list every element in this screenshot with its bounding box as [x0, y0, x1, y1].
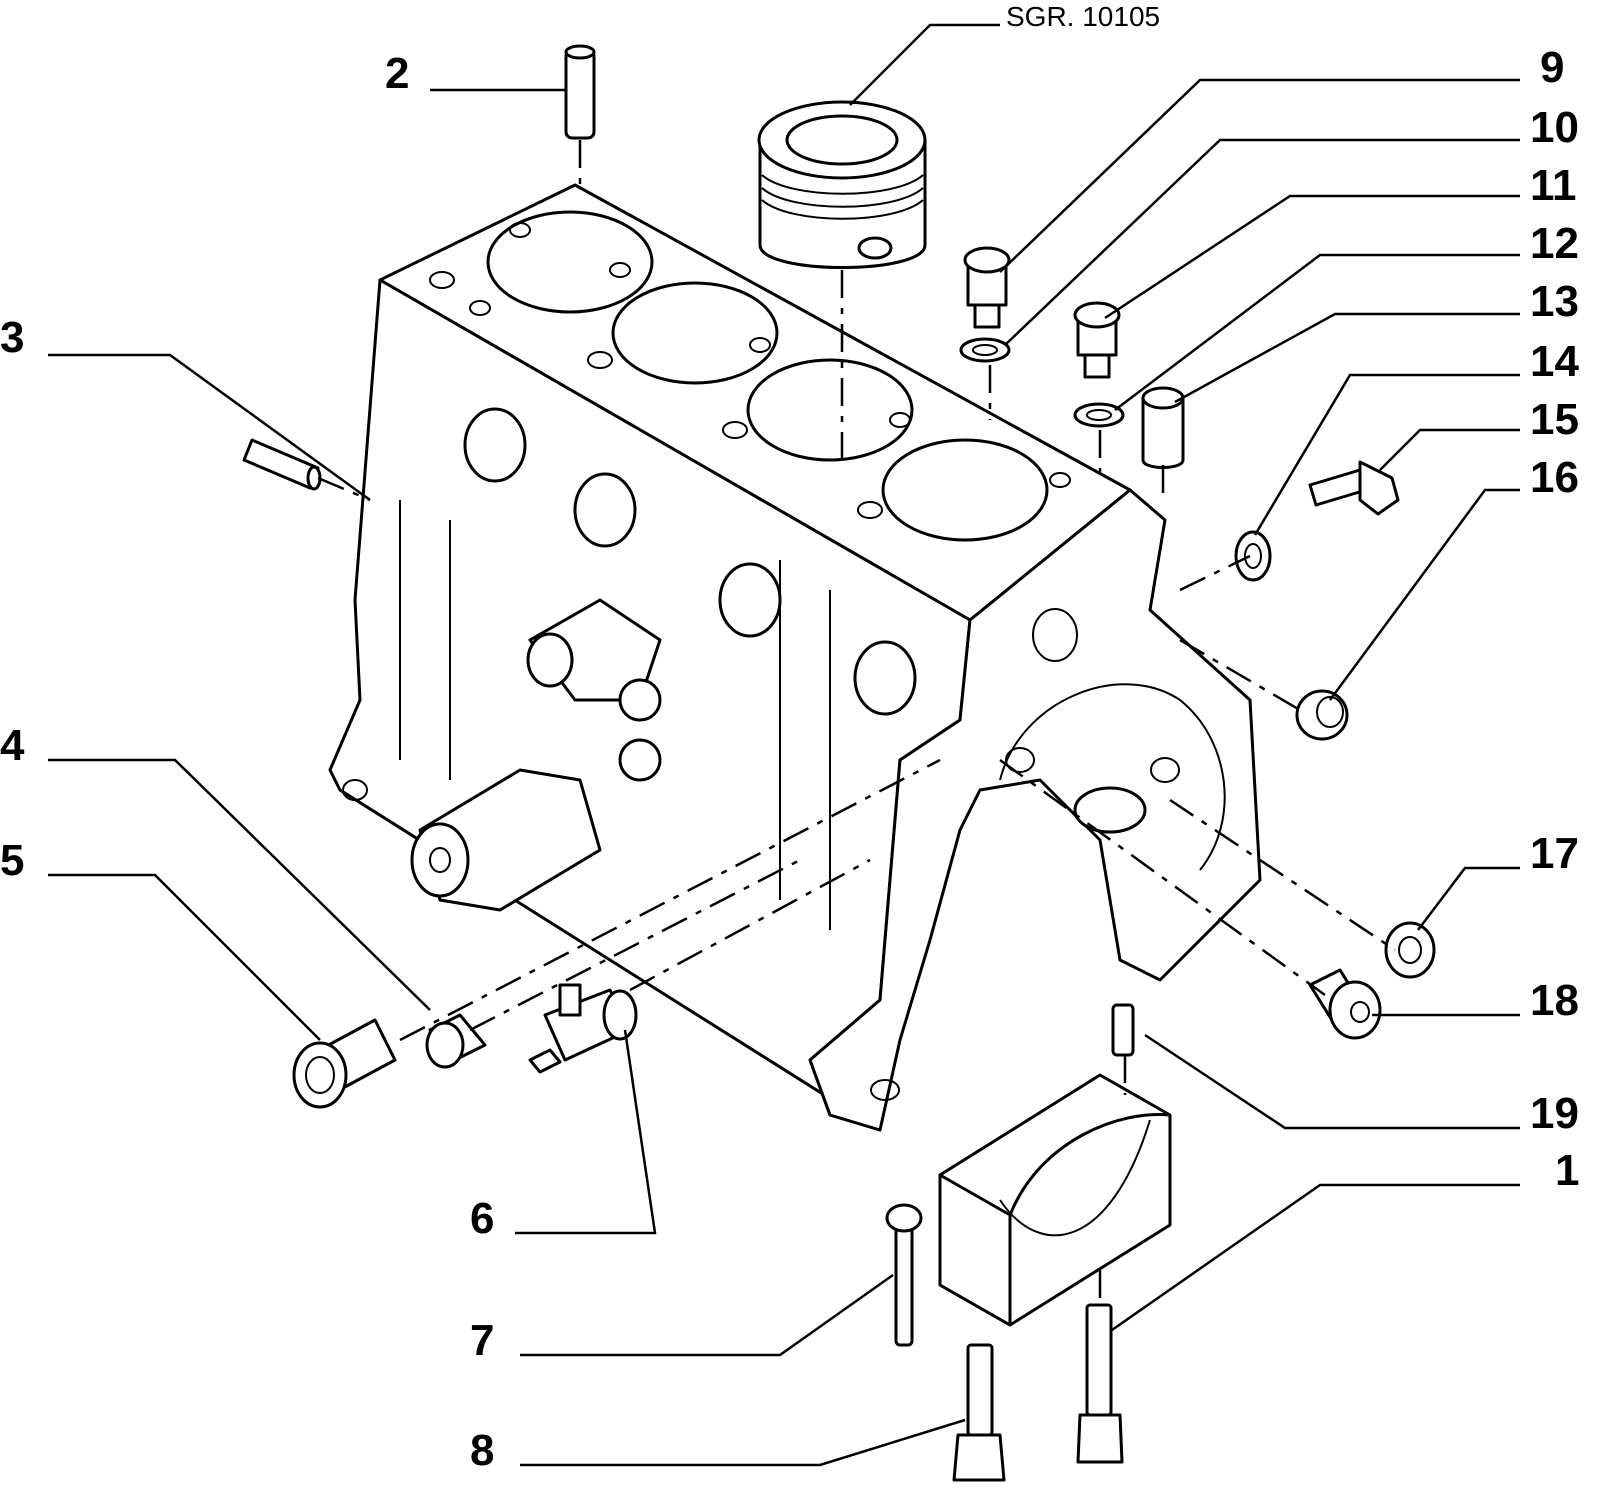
callout-2: 2 [385, 49, 409, 98]
seal-hole-17 [1398, 936, 1422, 964]
callout-6: 6 [470, 1194, 494, 1243]
callout-1: 1 [1555, 1146, 1579, 1195]
seal-ring-part [1234, 530, 1272, 582]
callout-18: 18 [1530, 976, 1579, 1025]
dowel-pin-part [564, 44, 596, 140]
callout-17: 17 [1530, 829, 1579, 878]
bushing-part [1141, 386, 1185, 469]
callout-9: 9 [1540, 43, 1564, 92]
engine-block [328, 183, 1262, 1132]
washer-part-10 [959, 337, 1011, 363]
plug-bolt-part [963, 246, 1011, 329]
alignment-lines [317, 140, 1396, 1305]
bolt-part-8 [952, 1343, 1006, 1482]
callout-14: 14 [1530, 337, 1579, 386]
plug-face-16 [1316, 696, 1344, 728]
leader-lines [48, 23, 1520, 1467]
plug-part-4 [425, 1013, 487, 1069]
callout-7: 7 [470, 1316, 494, 1365]
sensor-part [528, 983, 638, 1074]
callout-19: 19 [1530, 1089, 1579, 1138]
washer-hole-12 [1086, 409, 1112, 421]
plug-bolt-part-11 [1073, 301, 1121, 379]
plug-part-16 [1295, 689, 1349, 741]
bolt-part-1 [1076, 1303, 1124, 1464]
callout-3: 3 [0, 313, 24, 362]
callout-12: 12 [1530, 219, 1579, 268]
washer-part-12 [1073, 402, 1125, 428]
seal-part-17 [1384, 921, 1436, 979]
callout-15: 15 [1530, 395, 1579, 444]
piston [757, 100, 927, 269]
callout-10: 10 [1530, 103, 1579, 152]
bolt-part-15 [1308, 460, 1400, 516]
sleeve-plug-part [292, 1018, 397, 1109]
dowel-part [242, 438, 322, 491]
callout-11: 11 [1530, 161, 1577, 210]
bolt-part-7 [885, 1203, 923, 1347]
threaded-plug-part [1308, 968, 1382, 1040]
seal-ring-hole [1244, 543, 1262, 569]
reference-label: SGR. 10105 [1006, 1, 1160, 32]
dowel-part-19 [1111, 1003, 1135, 1057]
callout-16: 16 [1530, 453, 1579, 502]
washer-hole-10 [972, 344, 998, 356]
main-bearing-cap-part [938, 1073, 1172, 1327]
callout-8: 8 [470, 1426, 494, 1475]
callout-4: 4 [0, 721, 25, 770]
callout-13: 13 [1530, 277, 1579, 326]
callout-5: 5 [0, 836, 24, 885]
